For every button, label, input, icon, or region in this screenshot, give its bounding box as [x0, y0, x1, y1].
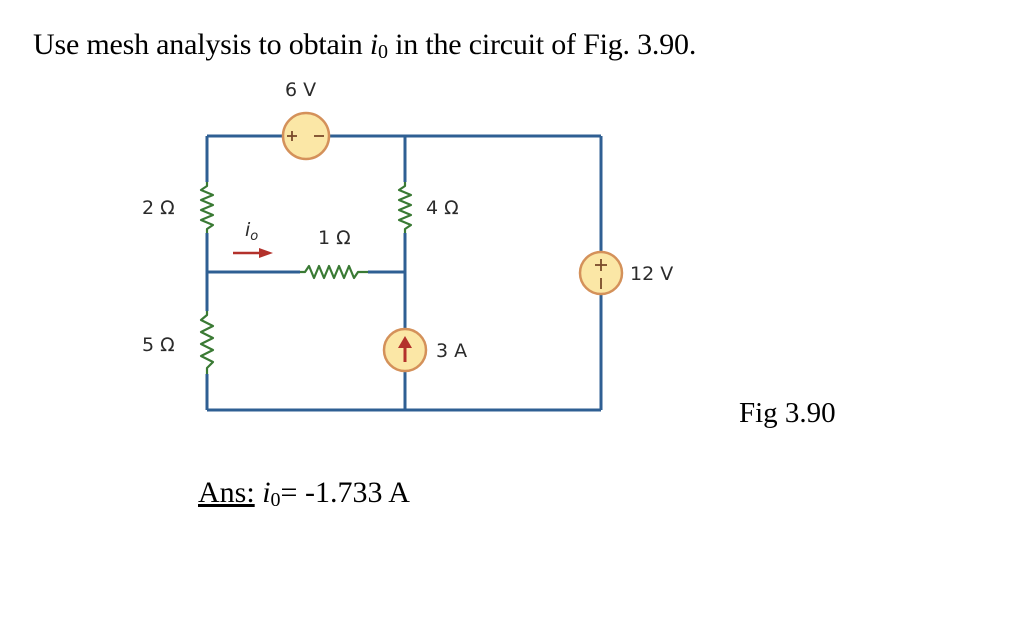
answer-label: Ans: [198, 476, 255, 509]
resistor-2ohm [199, 182, 215, 233]
question-var: i [369, 28, 378, 61]
question-sub: 0 [378, 41, 388, 63]
question-suffix: in the circuit of Fig. 3.90. [387, 28, 697, 61]
label-1ohm: 1 Ω [318, 227, 351, 249]
answer-text: Ans: i0= -1.733 A [198, 476, 410, 512]
label-6v: 6 V [285, 79, 316, 101]
voltage-source-12v [578, 250, 624, 296]
answer-value: = -1.733 A [280, 476, 410, 509]
label-io-sub: o [250, 229, 258, 244]
resistor-4ohm [397, 182, 413, 233]
label-5ohm: 5 Ω [142, 334, 175, 356]
current-arrow-io [233, 248, 273, 258]
current-source-3a [382, 327, 428, 373]
label-4ohm: 4 Ω [426, 197, 459, 219]
label-12v: 12 V [630, 263, 673, 285]
figure-caption: Fig 3.90 [739, 397, 836, 429]
resistor-5ohm [199, 311, 215, 374]
resistor-1ohm [300, 264, 368, 280]
question-prefix: Use mesh analysis to obtain [33, 28, 370, 61]
answer-sub: 0 [270, 489, 281, 511]
question-text: Use mesh analysis to obtain i0 in the ci… [33, 28, 696, 64]
circuit-wires [205, 134, 603, 412]
voltage-source-6v [281, 111, 331, 161]
answer-var: i [262, 476, 271, 509]
label-2ohm: 2 Ω [142, 197, 175, 219]
label-3a: 3 A [436, 340, 467, 362]
label-io: io [245, 219, 258, 244]
label-io-var: i [245, 219, 251, 241]
